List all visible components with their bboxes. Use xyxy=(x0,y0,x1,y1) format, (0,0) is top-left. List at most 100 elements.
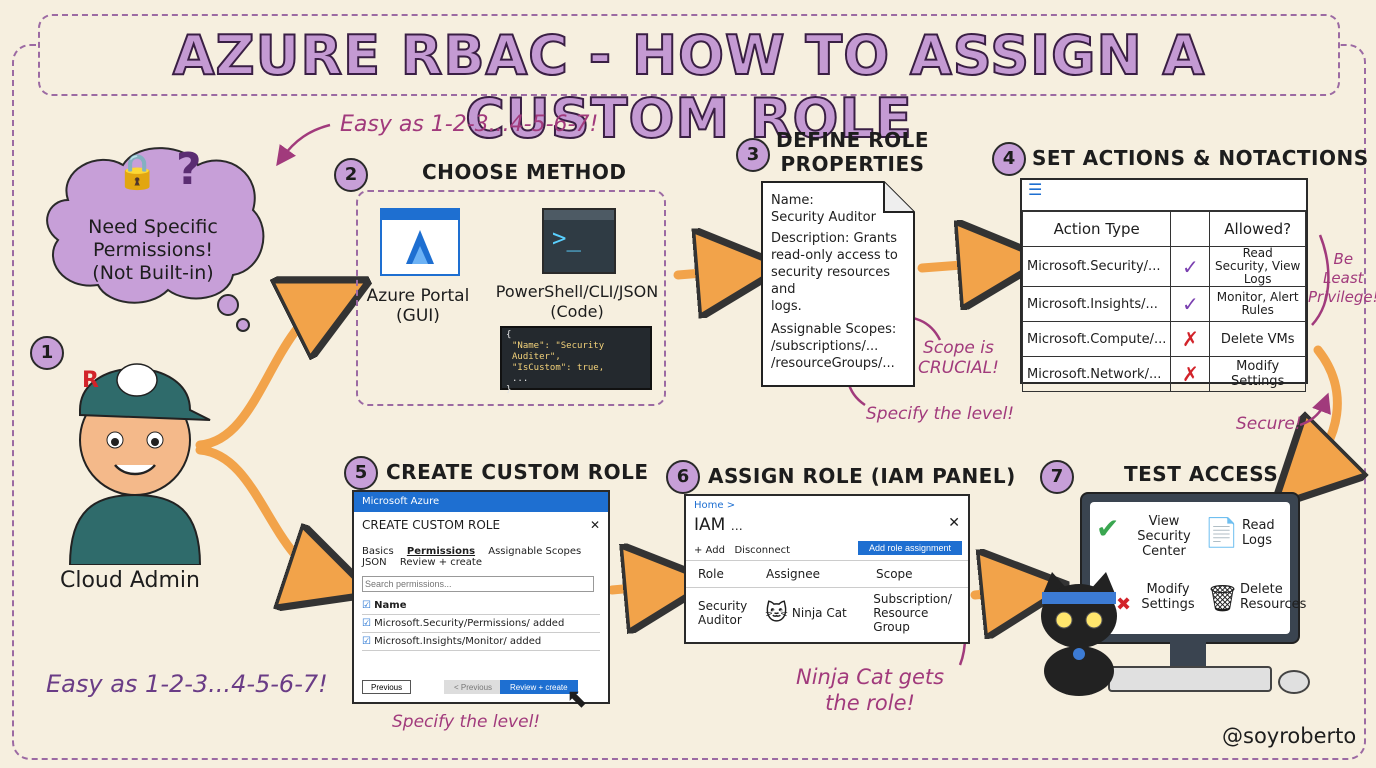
arrow-1-to-2 xyxy=(195,300,330,450)
tile-view-security: View Security Center xyxy=(1137,514,1191,559)
terminal-prompt-icon: >_ xyxy=(552,224,581,252)
table-row: Microsoft.Compute/... ✗ Delete VMs xyxy=(1021,321,1306,357)
thought-cloud: 🔒 ? Need Specific Permissions! (Not Buil… xyxy=(38,140,268,332)
denied-icon: ✖ xyxy=(1116,594,1132,615)
title-banner: AZURE RBAC - HOW TO ASSIGN A CUSTOM ROLE xyxy=(38,14,1340,151)
close-icon[interactable]: ✕ xyxy=(948,515,960,531)
doc-desc-1: Description: Grants xyxy=(771,231,898,246)
review-create-button[interactable]: Review + create xyxy=(500,680,578,694)
note-secure: Secure! xyxy=(1236,414,1302,434)
step-4-badge: 4 xyxy=(992,142,1026,176)
azure-app-bar: Microsoft Azure xyxy=(354,492,608,512)
note-specify-level: Specify the level! xyxy=(866,404,1015,424)
cloud-admin-avatar xyxy=(68,363,211,565)
close-icon[interactable]: ✕ xyxy=(589,518,600,532)
monitor-stand xyxy=(1170,640,1206,666)
tab-basics[interactable]: Basics xyxy=(362,546,394,557)
table-row: Microsoft.Security/... ✓ Read Security, … xyxy=(1021,246,1306,287)
list-item: ☑ Microsoft.Security/Permissions/ added xyxy=(362,615,600,633)
code-method-label: PowerShell/CLI/JSON xyxy=(495,282,659,301)
col-role: Role xyxy=(698,567,724,581)
note-specify-level-5: Specify the level! xyxy=(392,712,541,732)
step-4-title: SET ACTIONS & NOTACTIONS xyxy=(1032,146,1369,170)
keyboard xyxy=(1108,666,1272,692)
azure-portal-label: Azure Portal xyxy=(366,286,470,306)
step-3-title-line2: PROPERTIES xyxy=(780,152,925,176)
note-least-1: Be xyxy=(1333,250,1354,268)
step-5-title: CREATE CUSTOM ROLE xyxy=(386,460,649,484)
arrow-5-to-6 xyxy=(607,585,668,590)
search-permissions-input[interactable] xyxy=(362,576,594,592)
arrow-1-to-5 xyxy=(195,445,330,580)
thought-line-1: Need Specific xyxy=(88,216,218,238)
actions-table-window: ☰ Action Type Allowed? Microsoft.Securit… xyxy=(1020,178,1308,392)
arrow-2-to-3 xyxy=(673,270,740,275)
check-icon: ✓ xyxy=(1170,286,1211,322)
step-3-title-line1: DEFINE ROLE xyxy=(776,128,930,152)
tab-review[interactable]: Review + create xyxy=(399,557,483,568)
previous-button[interactable]: Previous xyxy=(362,680,412,694)
ninja-cat-avatar xyxy=(1041,572,1117,696)
table-row: Microsoft.Insights/... ✓ Monitor, Alert … xyxy=(1021,286,1306,322)
add-role-assignment-button[interactable]: Add role assignment xyxy=(858,541,962,555)
cloud-admin-label: Cloud Admin xyxy=(60,568,200,593)
azure-logo-icon xyxy=(406,230,434,264)
method-box xyxy=(356,190,666,406)
azure-portal-window[interactable] xyxy=(380,208,460,276)
breadcrumb[interactable]: Home > xyxy=(694,500,736,511)
trash-icon: 🗑 xyxy=(1206,584,1240,614)
tab-permissions[interactable]: Permissions xyxy=(406,546,476,557)
create-role-window: Microsoft Azure CREATE CUSTOM ROLE ✕ Bas… xyxy=(352,490,610,704)
role-doc-page xyxy=(761,181,915,387)
tagline-top: Easy as 1-2-3...4-5-6-7! xyxy=(340,112,599,137)
code-method-sub: (Code) xyxy=(550,302,604,321)
note-ninja-2: the role! xyxy=(825,691,915,715)
step-5-badge: 5 xyxy=(344,456,378,490)
table-row: Microsoft.Network/... ✗ Modify Settings xyxy=(1021,356,1306,392)
tile-read-logs: Read Logs xyxy=(1242,518,1275,548)
tagline-bottom: Easy as 1-2-3...4-5-6-7! xyxy=(46,670,328,698)
mouse xyxy=(1278,670,1310,694)
checkbox-icon[interactable]: ☑ xyxy=(362,636,371,647)
step-2-title: CHOOSE METHOD xyxy=(422,160,627,184)
signature: @soyroberto xyxy=(1222,724,1357,748)
step-6-badge: 6 xyxy=(666,460,700,494)
checkbox-icon[interactable]: ☑ xyxy=(362,618,371,629)
page-title: AZURE RBAC - HOW TO ASSIGN A CUSTOM ROLE xyxy=(172,23,1206,151)
terminal-window[interactable]: >_ xyxy=(542,208,616,274)
tab-json[interactable]: JSON xyxy=(362,557,387,568)
cap-logo-letter: R xyxy=(82,368,99,393)
mouse-cursor-icon: ⬉ xyxy=(566,684,588,714)
step-3-badge: 3 xyxy=(736,138,770,172)
iam-panel-window: Home > IAM … ✕ + Add Disconnect Add role… xyxy=(684,494,970,644)
previous-disabled-button[interactable]: < Previous xyxy=(444,680,503,694)
cross-icon: ✗ xyxy=(1170,356,1211,392)
step-6-title: ASSIGN ROLE (IAM PANEL) xyxy=(708,464,1016,488)
col-allowed: Allowed? xyxy=(1209,211,1306,247)
col-mark xyxy=(1170,211,1211,247)
table-row: Security Auditor 🐱 Ninja Cat Subscriptio… xyxy=(698,592,952,634)
add-button[interactable]: + Add xyxy=(694,545,725,556)
tab-scopes[interactable]: Assignable Scopes xyxy=(488,546,582,557)
json-snippet: { "Name": "Security Auditer", "IsCustom"… xyxy=(500,326,652,395)
step-1-badge: 1 xyxy=(30,336,64,370)
col-assignee: Assignee xyxy=(766,567,821,581)
log-document-icon: 📄 xyxy=(1204,516,1239,549)
check-icon: ✓ xyxy=(1170,246,1211,287)
step-7-title: TEST ACCESS xyxy=(1124,462,1279,486)
tile-modify-settings: Modify Settings xyxy=(1141,582,1195,612)
question-icon: ? xyxy=(176,144,202,195)
note-arrow-secure xyxy=(1299,392,1331,427)
ninja-cat-avatar-icon: 🐱 xyxy=(764,600,788,626)
col-name: Name xyxy=(374,600,407,611)
doc-desc-3: security resources and xyxy=(771,265,891,297)
cross-icon: ✗ xyxy=(1170,321,1211,357)
azure-portal-sub: (GUI) xyxy=(396,306,440,326)
disconnect-button[interactable]: Disconnect xyxy=(734,545,791,556)
thought-line-3: (Not Built-in) xyxy=(92,262,214,284)
note-least-2: Least xyxy=(1323,269,1364,287)
arrow-3-to-4 xyxy=(917,262,1002,268)
monitor xyxy=(1080,492,1300,644)
note-ninja-1: Ninja Cat gets xyxy=(796,665,945,689)
doc-desc-4: logs. xyxy=(771,299,802,314)
